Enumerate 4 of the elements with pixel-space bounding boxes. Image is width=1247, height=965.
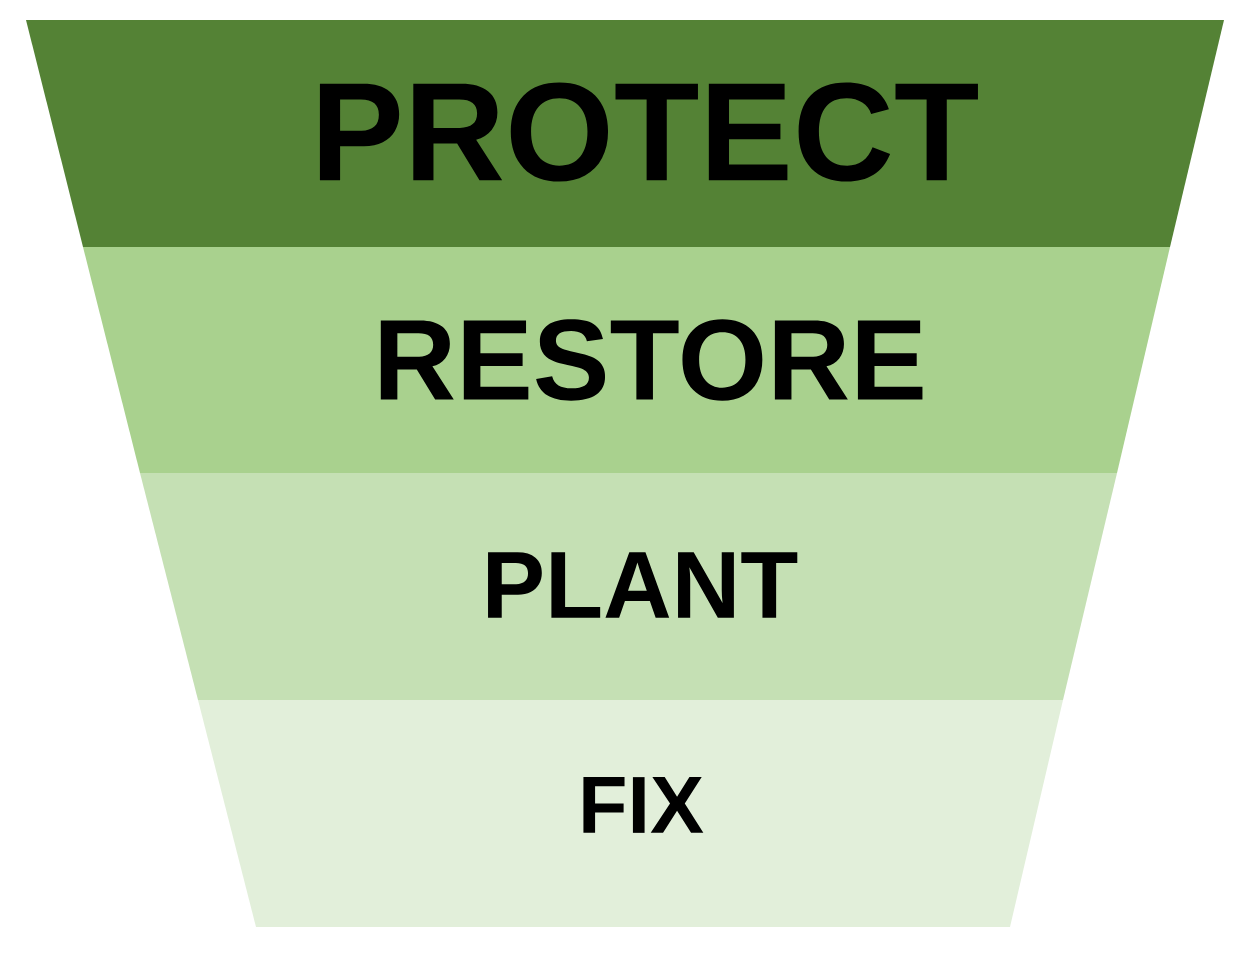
- funnel-band: RESTORE: [83, 247, 1170, 473]
- funnel-band: PROTECT: [26, 20, 1224, 247]
- funnel-band: PLANT: [140, 473, 1117, 700]
- funnel-band: FIX: [198, 700, 1063, 927]
